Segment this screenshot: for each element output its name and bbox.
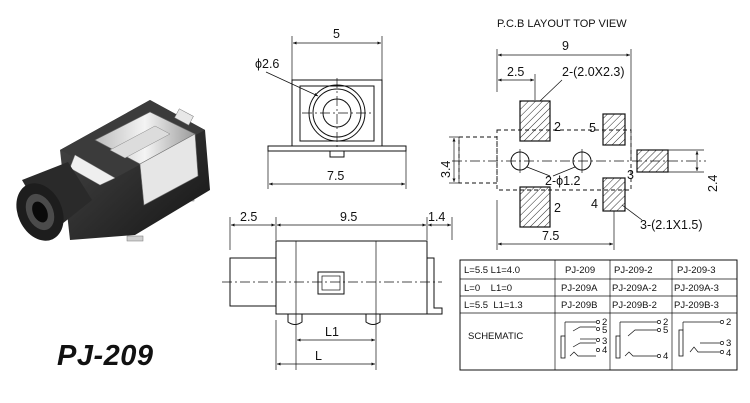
pin-2-top: 2 bbox=[554, 120, 561, 134]
table-row-2-spec: L=0 L1=0 bbox=[464, 283, 512, 294]
side-body-length-label: 9.5 bbox=[340, 210, 357, 224]
table-row-3-v1: PJ-209B bbox=[561, 300, 597, 311]
schematic-2: 2 5 4 bbox=[615, 317, 668, 362]
pin-2-bottom: 2 bbox=[554, 201, 561, 215]
l-label: L bbox=[315, 349, 322, 363]
schematic-3-pin-b: 3 bbox=[726, 338, 731, 349]
front-view: 5 ϕ2.6 7.5 bbox=[255, 27, 407, 189]
table-row-1-v2: PJ-209-2 bbox=[614, 265, 653, 276]
table-row-2-v1: PJ-209A bbox=[561, 283, 598, 294]
model-title: PJ-209 bbox=[57, 340, 154, 372]
product-photo bbox=[16, 100, 210, 242]
schematic-1-pin-c: 3 bbox=[602, 336, 607, 347]
pcb-height-right-label: 2.4 bbox=[706, 175, 720, 192]
schematic-2-pin-b: 5 bbox=[663, 325, 668, 336]
pin-4: 4 bbox=[591, 197, 598, 211]
table-row-2-v2: PJ-209A-2 bbox=[612, 283, 657, 294]
pcb-pitch-label: 7.5 bbox=[542, 229, 559, 243]
pcb-total-width-label: 9 bbox=[562, 39, 569, 53]
table-row-1-v3: PJ-209-3 bbox=[677, 265, 716, 276]
schematic-1-pin-b: 5 bbox=[602, 325, 607, 336]
pcb-title: P.C.B LAYOUT TOP VIEW bbox=[497, 18, 627, 30]
schematic-3: 2 3 4 bbox=[678, 317, 731, 359]
schematic-label: SCHEMATIC bbox=[468, 331, 523, 342]
table-row-2-v3: PJ-209A-3 bbox=[674, 283, 719, 294]
table-row-3-v2: PJ-209B-2 bbox=[612, 300, 657, 311]
l1-label: L1 bbox=[325, 325, 339, 339]
hole-label: 2-ϕ1.2 bbox=[545, 174, 581, 188]
slot-pad-label: 2-(2.0X2.3) bbox=[562, 65, 625, 79]
schematic-3-pin-c: 4 bbox=[726, 348, 731, 359]
side-front-length-label: 2.5 bbox=[240, 210, 257, 224]
front-width-label: 5 bbox=[333, 27, 340, 41]
schematic-1-pin-a: 2 bbox=[602, 317, 607, 328]
schematic-1-pin-d: 4 bbox=[602, 345, 607, 356]
schematic-2-pin-a: 2 bbox=[663, 317, 668, 328]
schematic-2-pin-c: 4 bbox=[663, 351, 668, 362]
variant-table: L=5.5 L1=4.0 PJ-209 PJ-209-2 PJ-209-3 L=… bbox=[459, 259, 738, 371]
table-row-1-v1: PJ-209 bbox=[565, 265, 595, 276]
pin-5: 5 bbox=[589, 121, 596, 135]
pcb-offset-label: 2.5 bbox=[507, 65, 524, 79]
side-view: 2.5 9.5 1.4 L1 L bbox=[222, 210, 453, 370]
hole-diameter-label: ϕ2.6 bbox=[255, 57, 279, 71]
pin-3: 3 bbox=[627, 168, 634, 182]
table-row-3-spec: L=5.5 L1=1.3 bbox=[464, 300, 523, 311]
pcb-height-left-label: 3.4 bbox=[439, 161, 453, 178]
front-base-label: 7.5 bbox=[327, 169, 344, 183]
schematic-1: 2 5 3 4 bbox=[560, 317, 607, 359]
table-row-1-spec: L=5.5 L1=4.0 bbox=[464, 265, 520, 276]
table-row-3-v3: PJ-209B-3 bbox=[674, 300, 719, 311]
pcb-layout: P.C.B LAYOUT TOP VIEW 9 2.5 2-(2.0X2.3) … bbox=[439, 18, 720, 250]
rect-pad-label: 3-(2.1X1.5) bbox=[640, 218, 703, 232]
schematic-3-pin-a: 2 bbox=[726, 317, 731, 328]
side-tail-length-label: 1.4 bbox=[428, 210, 445, 224]
